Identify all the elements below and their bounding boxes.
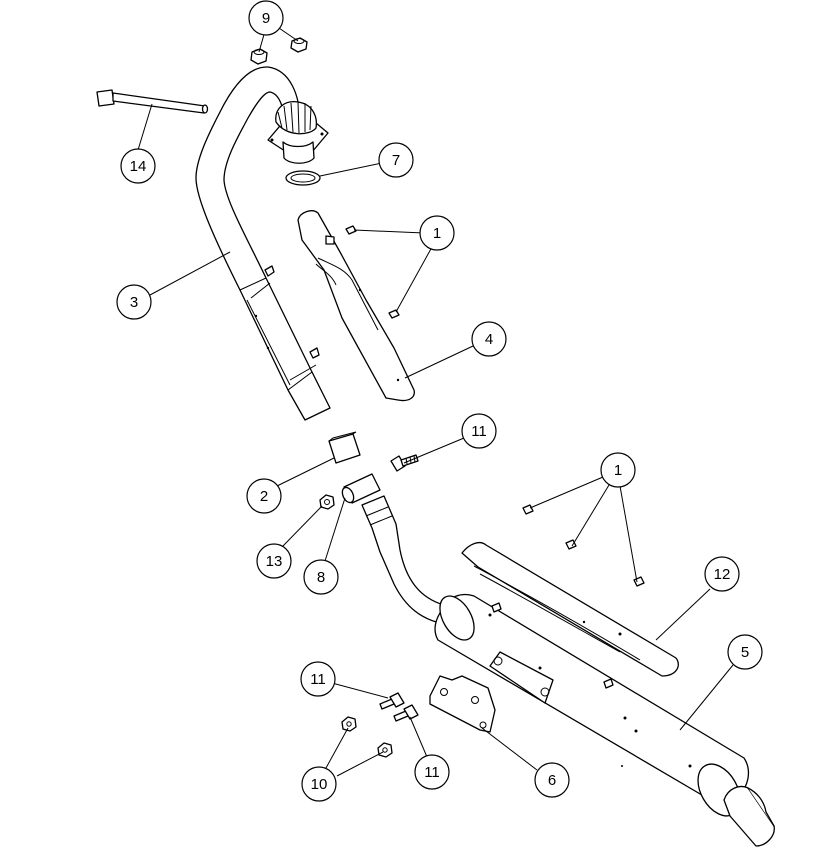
callout-1-upper: 1 [419, 215, 455, 251]
svg-text:3: 3 [130, 294, 138, 311]
part-6-bracket [429, 675, 496, 733]
svg-text:2: 2 [260, 488, 268, 505]
part-10-nuts [341, 716, 393, 758]
callout-14: 14 [120, 148, 156, 184]
callout-5: 5 [727, 634, 763, 670]
callout-9: 9 [248, 0, 284, 36]
callout-8: 8 [303, 559, 339, 595]
svg-text:1: 1 [614, 462, 622, 479]
part-5-muffler [361, 495, 775, 847]
svg-text:9: 9 [262, 10, 270, 27]
svg-text:12: 12 [714, 566, 731, 583]
svg-text:10: 10 [311, 776, 328, 793]
svg-text:4: 4 [485, 331, 493, 348]
callout-4: 4 [471, 321, 507, 357]
svg-text:8: 8 [317, 569, 325, 586]
leader-lines [137, 25, 734, 777]
callout-11-bottom: 11 [414, 754, 450, 790]
part-11-bolts-lower [379, 692, 419, 722]
svg-text:11: 11 [424, 764, 440, 781]
callout-12: 12 [704, 556, 740, 592]
callout-11-upper: 11 [461, 413, 497, 449]
callout-3: 3 [116, 284, 152, 320]
svg-text:7: 7 [392, 152, 400, 169]
part-4-heat-shield [297, 210, 415, 402]
callout-11-left: 11 [300, 661, 336, 697]
part-2-clamp-block [328, 431, 361, 464]
svg-text:14: 14 [130, 158, 147, 175]
svg-text:1: 1 [433, 225, 441, 242]
part-7-gasket [285, 170, 321, 186]
part-3-flange [267, 101, 329, 164]
callout-2: 2 [246, 478, 282, 514]
part-13-nut [319, 494, 335, 510]
part-9-flange-nuts [250, 37, 308, 65]
part-3-head-pipe [195, 66, 331, 421]
part-14-sensor-probe [96, 89, 209, 114]
callout-10: 10 [301, 766, 337, 802]
callout-13: 13 [256, 543, 292, 579]
svg-text:5: 5 [741, 644, 749, 661]
svg-text:6: 6 [548, 772, 556, 789]
svg-text:11: 11 [310, 671, 326, 688]
part-12-muffler-shield [461, 542, 679, 677]
callout-1-lower: 1 [600, 452, 636, 488]
callout-6: 6 [534, 762, 570, 798]
callout-7: 7 [378, 142, 414, 178]
svg-text:13: 13 [266, 553, 283, 570]
svg-text:11: 11 [471, 423, 487, 440]
